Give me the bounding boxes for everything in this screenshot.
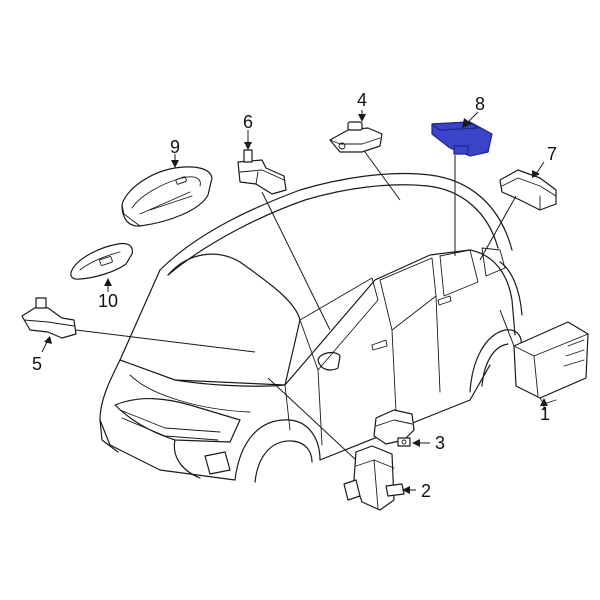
- callout-9: 9: [170, 137, 180, 157]
- callout-1: 1: [540, 404, 550, 424]
- part-6-sensor: [237, 149, 287, 195]
- part-3-bracket: [373, 409, 415, 447]
- part-1-control-module: [513, 321, 589, 405]
- callout-labels: 9 10 6 4 8 7 5 1 3 2: [32, 90, 557, 501]
- callout-3: 3: [435, 433, 445, 453]
- part-9-key-fob: [121, 166, 213, 227]
- part-10-remote: [70, 242, 133, 280]
- leader-lines: [75, 151, 517, 461]
- callout-7: 7: [547, 144, 557, 164]
- callout-5: 5: [32, 354, 42, 374]
- vehicle-illustration: [99, 172, 523, 483]
- callout-6: 6: [243, 112, 253, 132]
- part-7-bracket: [499, 169, 557, 211]
- callout-10: 10: [98, 291, 118, 311]
- part-4-antenna-module: [329, 121, 383, 153]
- callout-8: 8: [475, 94, 485, 114]
- part-5-sensor-bracket: [21, 297, 77, 339]
- part-2-module: [343, 445, 405, 511]
- callout-4: 4: [357, 90, 367, 110]
- callout-arrows: [41, 110, 548, 494]
- callout-2: 2: [421, 481, 431, 501]
- part-8-highlighted-module: [431, 121, 493, 157]
